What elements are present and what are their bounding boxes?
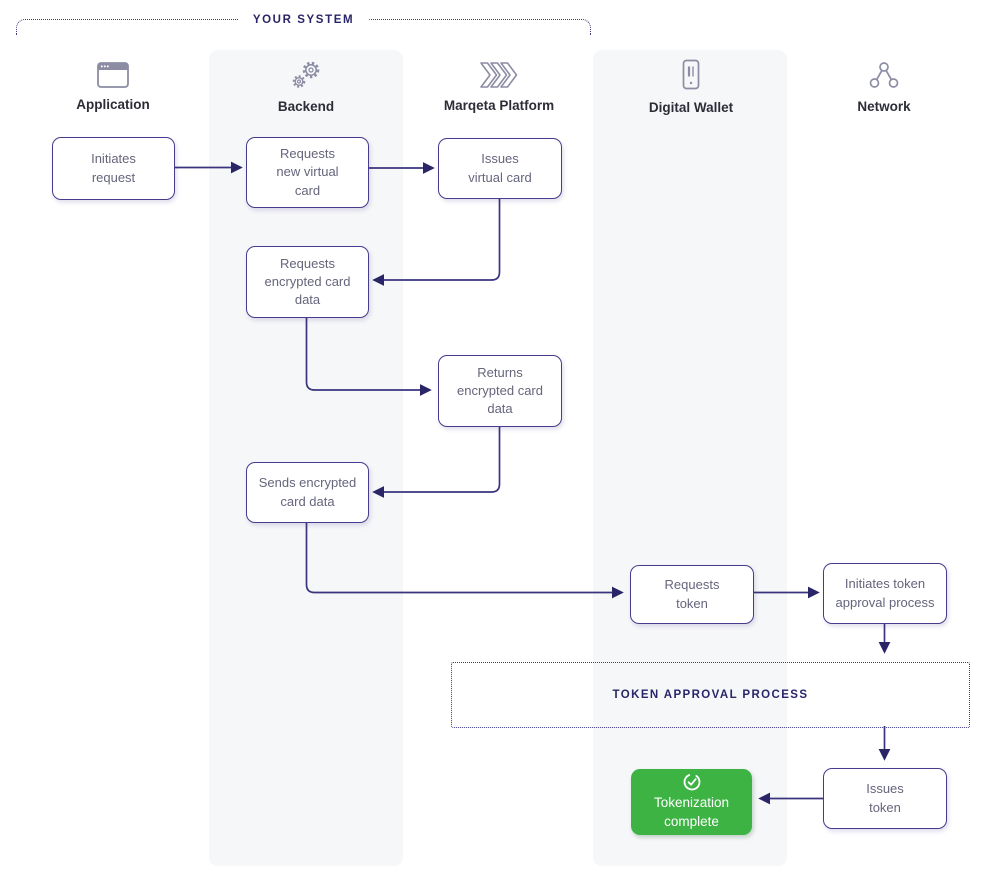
your-system-label: YOUR SYSTEM: [237, 14, 370, 26]
your-system-bracket: YOUR SYSTEM: [16, 14, 591, 35]
flow-node-requests-token: Requests token: [630, 565, 754, 624]
token-approval-process-label: TOKEN APPROVAL PROCESS: [612, 689, 809, 701]
flow-node-requests-new-virtual-card: Requests new virtual card: [246, 137, 369, 208]
digital-wallet-lane-band: [593, 50, 787, 866]
node-label: Initiates request: [91, 151, 136, 185]
mobile-wallet-icon: [681, 58, 701, 92]
flow-node-requests-encrypted-card-data: Requests encrypted card data: [246, 246, 369, 318]
node-label: Requests token: [664, 577, 720, 611]
node-label: Requests new virtual card: [276, 146, 339, 198]
column-label-application: Application: [76, 97, 150, 112]
flow-node-issues-virtual-card: Issues virtual card: [438, 138, 562, 199]
column-header-application: Application: [43, 58, 183, 112]
column-header-network: Network: [814, 58, 954, 114]
node-label: Sends encrypted card data: [258, 475, 357, 509]
network-nodes-icon: [868, 58, 900, 92]
check-circle-icon: [682, 772, 702, 792]
column-label-backend: Backend: [277, 99, 335, 114]
flow-node-sends-encrypted-card-data: Sends encrypted card data: [246, 462, 369, 523]
node-label: Issues virtual card: [468, 151, 532, 185]
token-approval-process-region: TOKEN APPROVAL PROCESS: [451, 662, 970, 728]
flow-node-returns-encrypted-card-data: Returns encrypted card data: [438, 355, 562, 427]
node-label: Initiates token approval process: [835, 576, 935, 610]
node-label: Returns encrypted card data: [457, 364, 543, 417]
node-label: Issues token: [866, 781, 904, 815]
flow-node-initiates-request: Initiates request: [52, 137, 175, 200]
flow-node-initiates-token-approval-process: Initiates token approval process: [823, 563, 947, 624]
node-label: Tokenization complete: [653, 795, 730, 829]
browser-window-icon: [97, 58, 129, 92]
column-label-marqeta-platform: Marqeta Platform: [443, 98, 555, 113]
triple-chevron-icon: [479, 58, 519, 92]
gears-icon: [290, 58, 322, 92]
column-header-marqeta-platform: Marqeta Platform: [429, 58, 569, 113]
node-label: Requests encrypted card data: [264, 255, 351, 308]
column-header-digital-wallet: Digital Wallet: [621, 58, 761, 115]
flow-node-tokenization-complete: Tokenization complete: [631, 769, 752, 835]
column-label-digital-wallet: Digital Wallet: [648, 100, 734, 115]
flow-node-issues-token: Issues token: [823, 768, 947, 829]
column-header-backend: Backend: [236, 58, 376, 114]
column-label-network: Network: [857, 99, 911, 114]
